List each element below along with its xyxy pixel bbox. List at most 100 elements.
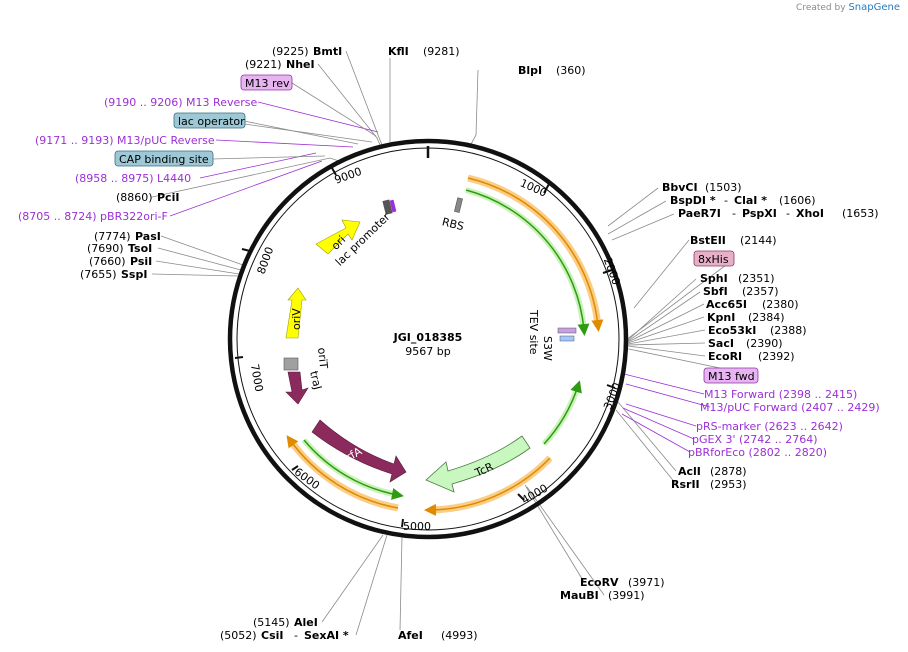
psii-pos: (7660) <box>89 255 126 268</box>
feature-arc-green-1-core <box>465 189 590 336</box>
nhei-name: NheI <box>286 58 315 71</box>
csii-pos: (5052) <box>220 629 257 642</box>
primer-m13puc-reverse: (9171 .. 9193) M13/pUC Reverse <box>35 134 215 147</box>
orit-label: oriT <box>315 347 330 370</box>
kfli-name: KflI <box>388 45 409 58</box>
primer-prs-marker: pRS-marker (2623 .. 2642) <box>696 420 843 433</box>
traj-feature <box>285 371 309 405</box>
acc65i-pos: (2380) <box>762 298 799 311</box>
primer-m13puc-forward: M13/pUC Forward (2407 .. 2429) <box>700 401 880 414</box>
paer7i-name: PaeR7I <box>678 207 721 220</box>
m13rev-box <box>240 74 293 91</box>
lac-promoter-feature <box>382 199 393 215</box>
bbvci-pos: (1503) <box>705 181 742 194</box>
backbone-ticks <box>234 167 616 528</box>
psii-name: PsiI <box>130 255 152 268</box>
orit-feature <box>283 357 299 371</box>
lac-operator-feature <box>389 199 397 213</box>
saci-name: SacI <box>708 337 734 350</box>
pcii-pos: (8860) <box>116 191 153 204</box>
feature-arc-green-2-core <box>543 380 582 445</box>
primer-m13-reverse: (9190 .. 9206) M13 Reverse <box>104 96 257 109</box>
tick-9000: 9000 <box>333 165 364 187</box>
maubi-pos: (3991) <box>608 589 645 602</box>
pcii-name: PciI <box>157 191 179 204</box>
feature-arc-green-2 <box>541 385 581 447</box>
paer7i-pos: (1653) <box>842 207 879 220</box>
s3w-label: S3W <box>541 336 554 361</box>
sspi-name: SspI <box>121 268 147 281</box>
alei-pos: (5145) <box>253 616 290 629</box>
bspdi-pos: (1606) <box>779 194 816 207</box>
paer7i-sep: - <box>732 207 736 220</box>
maubi-name: MauBI <box>560 589 599 602</box>
tev-site-label: TEV site <box>527 309 540 355</box>
alei-name: AleI <box>294 616 318 629</box>
csii-sep: - <box>294 629 298 642</box>
saci-pos: (2390) <box>746 337 783 350</box>
primer-m13-forward: M13 Forward (2398 .. 2415) <box>704 388 857 401</box>
sphi-name: SphI <box>700 272 728 285</box>
feature-arc-orange-2-core <box>424 457 551 516</box>
tick-4000: 4000 <box>519 482 550 507</box>
feature-arc-green-3-core <box>303 439 404 500</box>
kpni-name: KpnI <box>707 311 735 324</box>
primer-pbr322ori: (8705 .. 8724) pBR322ori-F <box>18 210 168 223</box>
s3w-feature <box>559 335 575 342</box>
lac-operator-box <box>173 112 246 129</box>
kpni-pos: (2384) <box>748 311 785 324</box>
feature-arc-orange-1-core <box>467 177 604 332</box>
tick-8000: 8000 <box>255 245 277 276</box>
rsrii-pos: (2953) <box>710 478 747 491</box>
plasmid-name: JGI_018385 <box>393 331 463 344</box>
oriv-label: oriV <box>290 308 303 330</box>
rbs-feature <box>454 197 463 213</box>
bbvci-name: BbvCI <box>662 181 698 194</box>
cap-binding-site-label: CAP binding site <box>119 153 209 166</box>
bmti-pos: (9225) <box>272 45 309 58</box>
acli-pos: (2878) <box>710 465 747 478</box>
8xhis-box <box>693 250 735 267</box>
plasmid-backbone <box>227 138 629 540</box>
afei-name: AfeI <box>398 629 423 642</box>
feature-arc-orange-3-core <box>286 435 399 509</box>
bspdi-name: BspDI * <box>670 194 716 207</box>
ecori-pos: (2392) <box>758 350 795 363</box>
m13fwd-label: M13 fwd <box>708 370 755 383</box>
ori-feature <box>315 219 361 255</box>
pasi-pos: (7774) <box>94 230 131 243</box>
traj-label: traJ <box>307 370 324 391</box>
eco53ki-name: Eco53kI <box>708 324 756 337</box>
pspxi-name: PspXI <box>742 207 777 220</box>
primer-pbrforeco: pBRforEco (2802 .. 2820) <box>688 446 827 459</box>
tick-2000: 2000 <box>601 256 623 287</box>
tick-3000: 3000 <box>601 381 624 412</box>
sphi-pos: (2351) <box>738 272 775 285</box>
afei-pos: (4993) <box>441 629 478 642</box>
xhoi-name: XhoI <box>796 207 824 220</box>
pasi-name: PasI <box>135 230 161 243</box>
kfli-pos: (9281) <box>423 45 460 58</box>
acc65i-name: Acc65I <box>706 298 747 311</box>
tsoi-name: TsoI <box>128 242 152 255</box>
blpi-name: BlpI <box>518 64 542 77</box>
watermark-created-by: Created by <box>796 3 846 13</box>
acli-name: AclI <box>678 465 701 478</box>
primer-lines <box>169 101 711 453</box>
watermark: Created by SnapGene <box>796 2 900 13</box>
bmti-name: BmtI <box>313 45 342 58</box>
connector-lines <box>151 50 706 636</box>
bsteii-name: BstEII <box>690 234 726 247</box>
nhei-pos: (9221) <box>245 58 282 71</box>
feature-arc-green-1 <box>465 187 587 331</box>
rsrii-name: RsrII <box>671 478 700 491</box>
bspdi-sep: - <box>724 194 728 207</box>
plasmid-size: 9567 bp <box>405 345 450 358</box>
ecorv-name: EcoRV <box>580 576 619 589</box>
tcr-feature <box>425 435 531 493</box>
paer7i-sep2: - <box>786 207 790 220</box>
m13rev-label: M13 rev <box>245 77 290 90</box>
8xhis-label: 8xHis <box>698 253 729 266</box>
rbs-label: RBS <box>441 215 465 233</box>
